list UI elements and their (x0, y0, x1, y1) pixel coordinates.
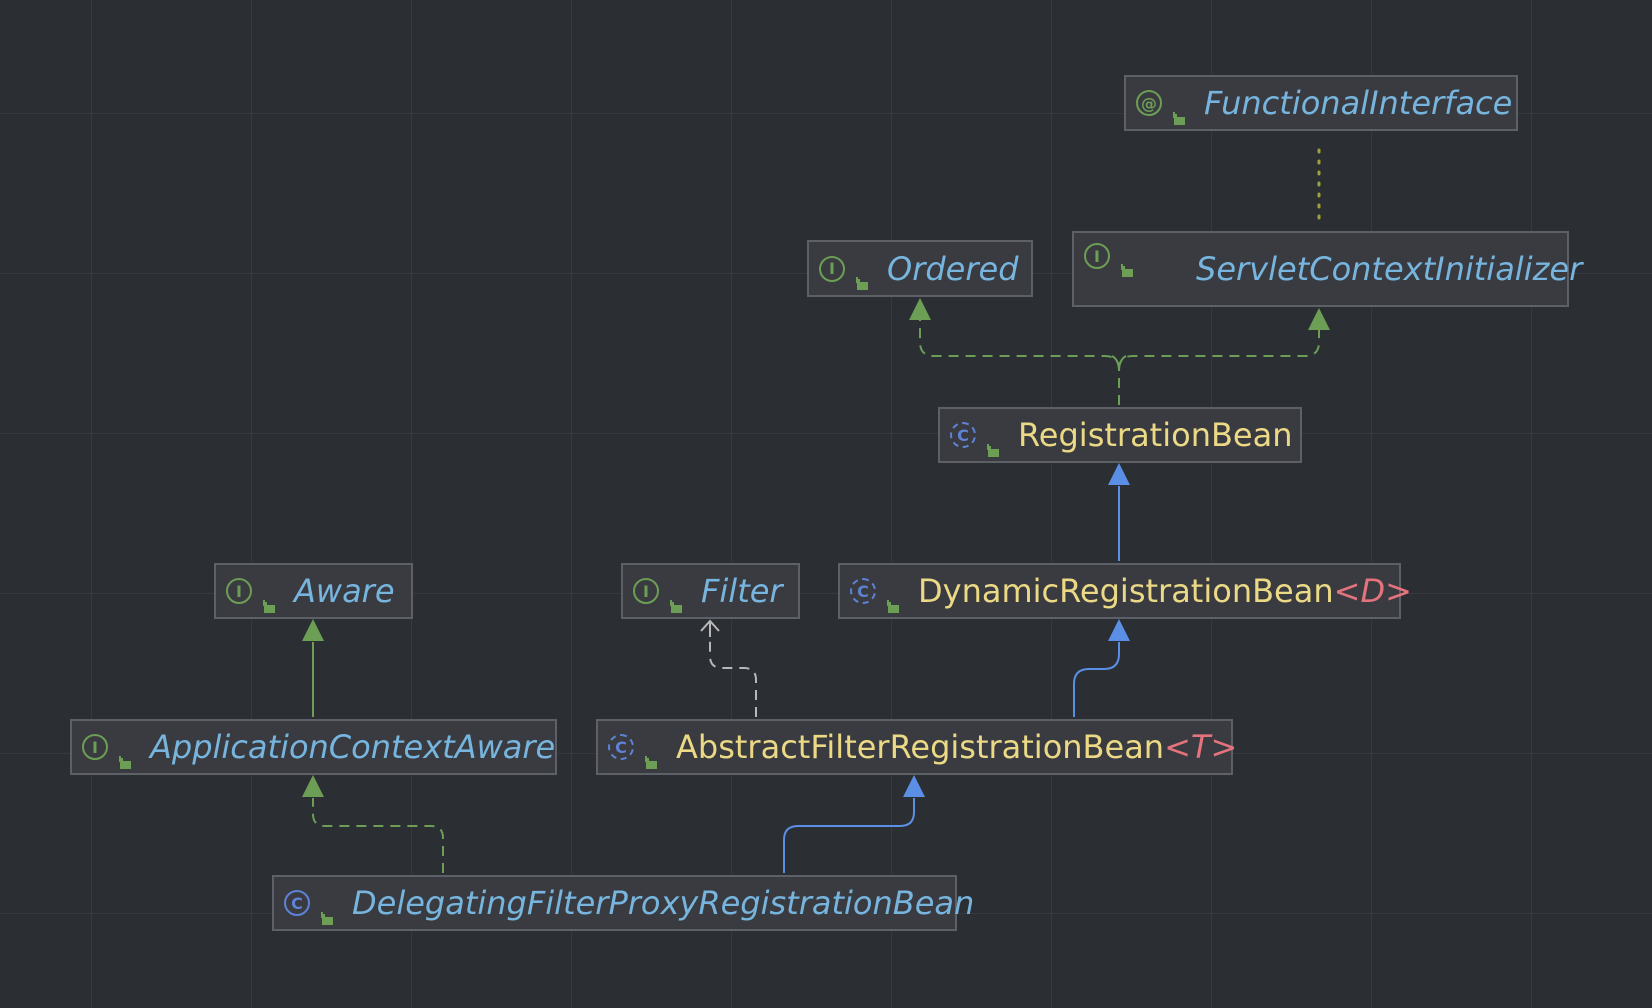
node-label: DynamicRegistrationBean (918, 572, 1334, 610)
node-aware[interactable]: I Aware (214, 563, 413, 619)
node-registration[interactable]: C RegistrationBean (938, 407, 1302, 463)
arrow-head (909, 298, 931, 320)
node-label: Filter (701, 572, 783, 610)
public-visibility-icon (1119, 248, 1134, 277)
arrow-head (700, 619, 720, 637)
edge-implements-registration-to-servlet (1118, 328, 1320, 371)
abstract-class-icon: C (950, 422, 976, 448)
node-label: Ordered (887, 249, 1019, 288)
arrow-head (302, 775, 324, 797)
arrow-head (302, 619, 324, 641)
edge-implements-registration-to-ordered (919, 318, 1120, 405)
node-ordered[interactable]: I Ordered (807, 240, 1033, 297)
edge-extends-abstractfilter-to-dynamic (1073, 642, 1120, 717)
public-visibility-icon (261, 584, 276, 613)
node-servlet[interactable]: I ServletContextInitializer (1072, 231, 1582, 307)
type-parameter: <D> (1333, 572, 1412, 610)
arrow-head (1308, 308, 1330, 330)
interface-icon: I (819, 255, 845, 282)
interface-icon: I (1084, 243, 1110, 269)
edge-merge-mark (1111, 355, 1127, 371)
node-appctx[interactable]: I ApplicationContextAware (70, 719, 557, 775)
abstract-class-icon: C (850, 578, 876, 604)
arrow-head (1108, 463, 1130, 485)
node-label: ApplicationContextAware (150, 728, 556, 766)
interface-icon: I (633, 578, 659, 604)
arrow-head (1108, 619, 1130, 641)
node-label: AbstractFilterRegistrationBean (676, 728, 1165, 766)
class-icon: C (284, 890, 310, 916)
interface-icon: I (82, 734, 108, 760)
type-parameter: <T> (1164, 728, 1238, 766)
node-label: FunctionalInterface (1204, 84, 1513, 122)
node-dynamic[interactable]: C DynamicRegistrationBean<D> (838, 563, 1412, 619)
public-visibility-icon (319, 896, 334, 925)
node-label: RegistrationBean (1018, 416, 1293, 454)
node-filter[interactable]: I Filter (621, 563, 800, 619)
type-parameter-name: T (1190, 728, 1211, 766)
public-visibility-icon (854, 261, 869, 290)
edge-extends-delegating-to-abstractfilter (783, 798, 915, 873)
node-label: DelegatingFilterProxyRegistrationBean (352, 884, 975, 922)
node-abstractfilter[interactable]: C AbstractFilterRegistrationBean<T> (596, 719, 1237, 775)
arrow-head (903, 775, 925, 797)
public-visibility-icon (1171, 96, 1186, 125)
annotation-icon: @ (1136, 90, 1162, 116)
public-visibility-icon (643, 740, 658, 769)
node-delegating[interactable]: C DelegatingFilterProxyRegistrationBean (272, 875, 974, 931)
public-visibility-icon (117, 740, 132, 769)
public-visibility-icon (668, 584, 683, 613)
node-label: Aware (294, 572, 395, 610)
edge-implements-delegating-to-appctx (312, 798, 444, 873)
public-visibility-icon (885, 584, 900, 613)
node-label: ServletContextInitializer (1196, 250, 1583, 288)
public-visibility-icon (985, 428, 1000, 457)
node-functional[interactable]: @ FunctionalInterface (1124, 75, 1518, 131)
abstract-class-icon: C (608, 734, 634, 760)
edge-uses-abstractfilter-to-filter (709, 624, 757, 717)
type-parameter-name: D (1360, 572, 1386, 610)
interface-icon: I (226, 578, 252, 604)
